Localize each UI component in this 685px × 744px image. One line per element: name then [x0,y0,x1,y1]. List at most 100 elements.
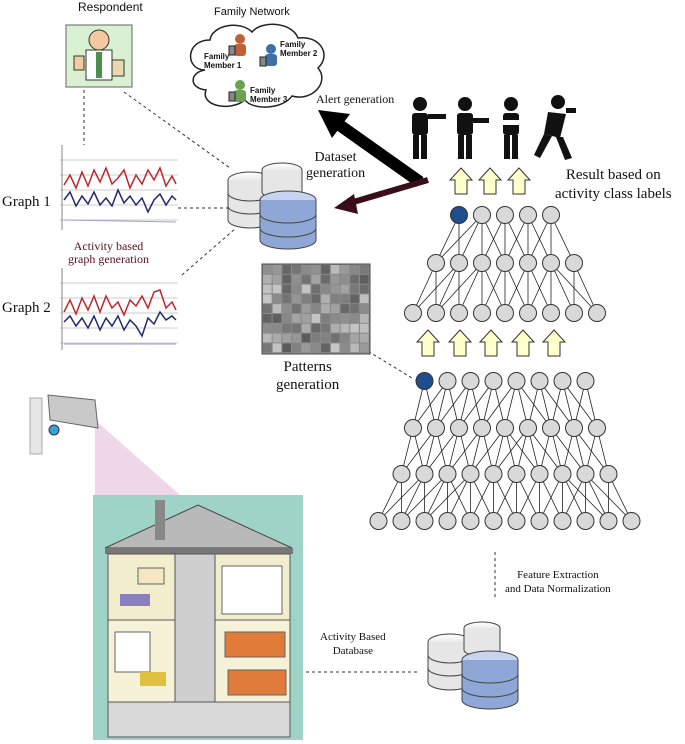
nn-node [427,304,445,322]
pattern-cell [301,343,311,353]
pattern-cell [350,294,359,304]
pattern-cell [292,304,301,313]
up-arrow-icon [478,329,504,357]
pattern-cell [340,314,350,323]
nn-node [484,465,503,483]
nn-node [553,512,572,530]
pattern-cell [301,314,311,323]
pattern-cell [360,304,369,313]
pattern-cell [301,304,311,313]
pattern-cell [321,323,330,333]
up-arrow-icon [415,329,441,357]
nn-edge [378,473,425,522]
pattern-cell [282,284,291,294]
people-silhouettes [412,95,576,160]
nn-edge [493,427,529,475]
nn-edge [424,427,460,475]
nn-node [415,512,434,530]
pattern-cell [263,274,272,284]
alert-generation-label: Alert generation [316,92,395,106]
nn-node [542,304,560,322]
pattern-cell [272,304,282,313]
nn-node [622,512,641,530]
up-arrow-icon [448,167,474,195]
nn-edge [424,473,471,522]
pattern-cell [360,265,369,274]
feature-extraction-label: Feature Extraction and Data Normalizatio… [505,569,611,595]
pattern-cell [330,294,340,304]
respondent-label: Respondent [78,0,143,14]
nn-node [496,206,514,224]
pattern-cell [301,333,311,343]
up-arrow-icon [541,329,567,357]
nn-node [438,372,457,390]
nn-node [507,465,526,483]
nn-node [461,372,480,390]
pattern-cell [272,284,282,294]
pattern-cell [330,343,340,353]
graph-1-label: Graph 1 [2,194,51,210]
pattern-cell [282,314,291,323]
arms-crossed-person-icon [500,97,522,159]
pattern-cell [340,284,350,294]
nn-node [576,465,595,483]
nn-edge [447,427,483,475]
pattern-cell [292,343,301,353]
pattern-cell [272,265,282,274]
nn-node [392,465,411,483]
nn-node [565,419,583,437]
pattern-cell [311,294,321,304]
pattern-cell [263,323,272,333]
pattern-cell [282,323,291,333]
nn-node [496,419,514,437]
dataset-generation-label: Dataset generation [306,150,366,181]
database-icon [227,162,317,250]
family-member-icon [228,80,246,102]
up-arrows [415,167,567,357]
pattern-cell [282,274,291,284]
up-arrow-icon [477,167,503,195]
pattern-cell [340,323,350,333]
nn-node [519,419,537,437]
pattern-cell [292,314,301,323]
nn-node [530,465,549,483]
pattern-cell [311,274,321,284]
nn-node [507,372,526,390]
nn-edge [412,262,437,314]
pattern-cell [301,274,311,284]
up-arrow-icon [506,167,532,195]
nn-node [415,465,434,483]
pattern-cell [263,343,272,353]
pattern-cell [263,284,272,294]
nn-node [473,419,491,437]
nn-edge [435,262,460,314]
pattern-cell [282,304,291,313]
nn-node [553,372,572,390]
nn-edge [401,473,448,522]
activity-database-icon [427,621,519,710]
pattern-cell [321,333,330,343]
nn-node [496,254,514,272]
pattern-cell [350,343,359,353]
pattern-cell [282,343,291,353]
alert-arrow [318,110,424,187]
nn-edge [527,262,552,314]
pattern-cell [340,304,350,313]
nn-node [542,419,560,437]
pattern-cell [282,265,291,274]
pattern-cell [292,274,301,284]
nn-node [392,512,411,530]
result-label: Result based on activity class labels [555,167,672,202]
pattern-cell [330,314,340,323]
pattern-cell [321,314,330,323]
nn-node [450,304,468,322]
nn-node [404,304,422,322]
family-member-icon [259,44,277,67]
pattern-cell [282,294,291,304]
pattern-cell [350,284,359,294]
pattern-cell [263,304,272,313]
nn-node [496,304,514,322]
nn-node [565,254,583,272]
pattern-cell [263,265,272,274]
